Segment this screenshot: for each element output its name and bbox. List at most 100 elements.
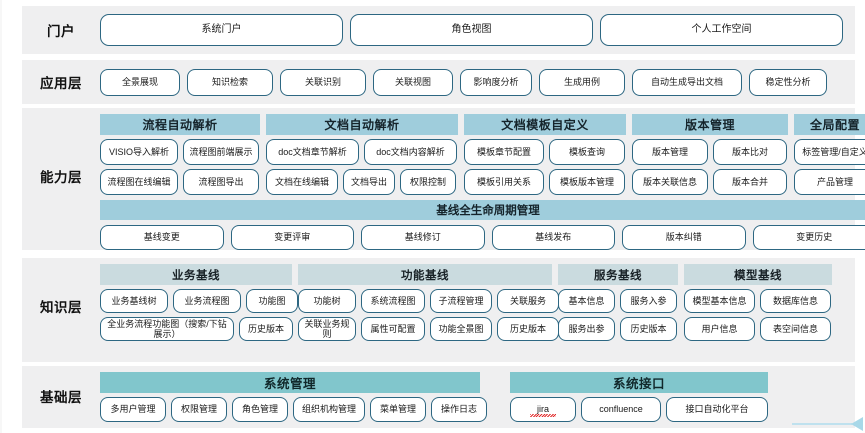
knowledge-item[interactable]: 系统流程图 bbox=[361, 289, 425, 313]
capability-item[interactable]: 产品管理 bbox=[794, 169, 865, 195]
group-row: 版本管理版本比对 bbox=[632, 139, 788, 165]
capability-item[interactable]: 文档在线编辑 bbox=[266, 169, 338, 195]
application-item[interactable]: 知识检索 bbox=[187, 68, 273, 96]
group-title: 业务基线 bbox=[100, 264, 292, 285]
layer-row-knowledge: 知识层 业务基线业务基线树业务流程图功能图全业务流程功能图（搜索/下钻展示）历史… bbox=[22, 258, 855, 362]
capability-item[interactable]: 版本关联信息 bbox=[632, 169, 708, 195]
application-item[interactable]: 稳定性分析 bbox=[749, 68, 827, 96]
group-column: 功能基线功能树系统流程图子流程管理关联服务关联业务规则属性可配置功能全景图历史版… bbox=[298, 264, 559, 341]
capability-item[interactable]: 版本管理 bbox=[632, 139, 708, 165]
layer-body-knowledge: 业务基线业务基线树业务流程图功能图全业务流程功能图（搜索/下钻展示）历史版本功能… bbox=[100, 258, 855, 341]
knowledge-item[interactable]: 历史版本 bbox=[239, 317, 293, 341]
portal-item[interactable]: 个人工作空间 bbox=[600, 14, 843, 46]
baseline-item[interactable]: 变更评审 bbox=[230, 225, 354, 250]
capability-item[interactable]: 权限控制 bbox=[400, 169, 456, 195]
knowledge-item[interactable]: 服务出参 bbox=[558, 317, 615, 341]
knowledge-item[interactable]: 基本信息 bbox=[558, 289, 615, 313]
knowledge-item[interactable]: 功能全景图 bbox=[430, 317, 492, 341]
capability-item[interactable]: 模板查询 bbox=[549, 139, 625, 165]
group-title: 版本管理 bbox=[632, 114, 788, 135]
application-item[interactable]: 自动生成导出文档 bbox=[632, 68, 742, 96]
group-title: 功能基线 bbox=[298, 264, 552, 285]
group-row: 服务出参历史版本 bbox=[558, 317, 678, 341]
group-column: 服务基线基本信息服务入参服务出参历史版本 bbox=[558, 264, 678, 341]
base-item[interactable]: 接口自动化平台 bbox=[666, 397, 768, 422]
knowledge-item[interactable]: 功能树 bbox=[298, 289, 356, 313]
capability-item[interactable]: 流程图在线编辑 bbox=[100, 169, 178, 195]
group-column: 版本管理版本管理版本比对版本关联信息版本合并 bbox=[632, 114, 788, 195]
capability-item[interactable]: 模板章节配置 bbox=[464, 139, 544, 165]
knowledge-item[interactable]: 表空间信息 bbox=[760, 317, 831, 341]
baseline-item[interactable]: 基线修订 bbox=[361, 225, 485, 250]
capability-item[interactable]: 标签管理/自定义 bbox=[794, 139, 865, 165]
group-title: 系统管理 bbox=[100, 372, 480, 393]
base-item[interactable]: confluence bbox=[581, 397, 661, 422]
capability-item[interactable]: doc文档章节解析 bbox=[266, 139, 359, 165]
base-item[interactable]: 多用户管理 bbox=[100, 397, 166, 422]
capability-item[interactable]: 版本比对 bbox=[713, 139, 787, 165]
group-row: 模板章节配置模板查询 bbox=[464, 139, 626, 165]
base-item[interactable]: 菜单管理 bbox=[370, 397, 426, 422]
capability-item[interactable]: VISIO导入解析 bbox=[100, 139, 178, 165]
capability-item[interactable]: 流程图导出 bbox=[183, 169, 259, 195]
group-row: 基本信息服务入参 bbox=[558, 289, 678, 313]
capability-item[interactable]: 模板引用关系 bbox=[464, 169, 544, 195]
group-row: 全业务流程功能图（搜索/下钻展示）历史版本 bbox=[100, 317, 293, 341]
knowledge-item[interactable]: 全业务流程功能图（搜索/下钻展示） bbox=[100, 317, 234, 341]
baseline-item[interactable]: 版本纠错 bbox=[622, 225, 746, 250]
knowledge-item[interactable]: 关联业务规则 bbox=[298, 317, 356, 341]
group-title: 文档模板自定义 bbox=[464, 114, 626, 135]
capability-item[interactable]: doc文档内容解析 bbox=[364, 139, 457, 165]
knowledge-item[interactable]: 用户信息 bbox=[684, 317, 755, 341]
portal-item[interactable]: 角色视图 bbox=[350, 14, 593, 46]
application-item[interactable]: 关联视图 bbox=[373, 68, 453, 96]
knowledge-item[interactable]: 关联服务 bbox=[497, 289, 559, 313]
layer-label-base: 基础层 bbox=[40, 390, 82, 405]
capability-item[interactable]: 版本合并 bbox=[713, 169, 787, 195]
knowledge-item[interactable]: 历史版本 bbox=[620, 317, 677, 341]
base-item[interactable]: jira bbox=[510, 397, 576, 422]
layer-row-portal: 门户 系统门户角色视图个人工作空间 bbox=[22, 6, 855, 54]
knowledge-item[interactable]: 子流程管理 bbox=[430, 289, 492, 313]
decorative-line bbox=[792, 423, 852, 425]
base-item[interactable]: 操作日志 bbox=[431, 397, 487, 422]
knowledge-item[interactable]: 业务基线树 bbox=[100, 289, 168, 313]
base-item[interactable]: 权限管理 bbox=[171, 397, 227, 422]
capability-item[interactable]: 流程图前端展示 bbox=[183, 139, 259, 165]
baseline-item[interactable]: 基线发布 bbox=[491, 225, 615, 250]
group-column: 系统管理多用户管理权限管理角色管理组织机构管理菜单管理操作日志 bbox=[100, 372, 487, 422]
knowledge-item[interactable]: 属性可配置 bbox=[361, 317, 425, 341]
application-item[interactable]: 关联识别 bbox=[280, 68, 366, 96]
layer-body-portal: 系统门户角色视图个人工作空间 bbox=[100, 14, 855, 46]
knowledge-item[interactable]: 模型基本信息 bbox=[684, 289, 755, 313]
group-title: 文档自动解析 bbox=[266, 114, 458, 135]
application-item[interactable]: 生成用例 bbox=[539, 68, 625, 96]
application-item[interactable]: 影响度分析 bbox=[460, 68, 532, 96]
portal-item[interactable]: 系统门户 bbox=[100, 14, 343, 46]
baseline-item[interactable]: 基线变更 bbox=[100, 225, 224, 250]
base-item[interactable]: 组织机构管理 bbox=[293, 397, 365, 422]
group-column: 文档模板自定义模板章节配置模板查询模板引用关系模板版本管理 bbox=[464, 114, 626, 195]
knowledge-item[interactable]: 数据库信息 bbox=[760, 289, 831, 313]
knowledge-item[interactable]: 业务流程图 bbox=[173, 289, 241, 313]
layer-label-portal: 门户 bbox=[47, 24, 75, 39]
group-row: 文档在线编辑文档导出权限控制 bbox=[266, 169, 458, 195]
group-row: 模型基本信息数据库信息 bbox=[684, 289, 832, 313]
baseline-item[interactable]: 变更历史 bbox=[752, 225, 865, 250]
decorative-arrow-icon bbox=[851, 417, 863, 431]
knowledge-item[interactable]: 服务入参 bbox=[620, 289, 677, 313]
base-item[interactable]: 角色管理 bbox=[232, 397, 288, 422]
group-column: 模型基线模型基本信息数据库信息用户信息表空间信息 bbox=[684, 264, 832, 341]
capability-item[interactable]: 模板版本管理 bbox=[549, 169, 625, 195]
application-item[interactable]: 全景展现 bbox=[100, 68, 180, 96]
knowledge-item[interactable]: 历史版本 bbox=[497, 317, 559, 341]
knowledge-item[interactable]: 功能图 bbox=[246, 289, 298, 313]
layer-label-application: 应用层 bbox=[40, 76, 82, 91]
capability-item[interactable]: 文档导出 bbox=[343, 169, 395, 195]
layer-body-application: 全景展现知识检索关联识别关联视图影响度分析生成用例自动生成导出文档稳定性分析 bbox=[100, 68, 855, 96]
